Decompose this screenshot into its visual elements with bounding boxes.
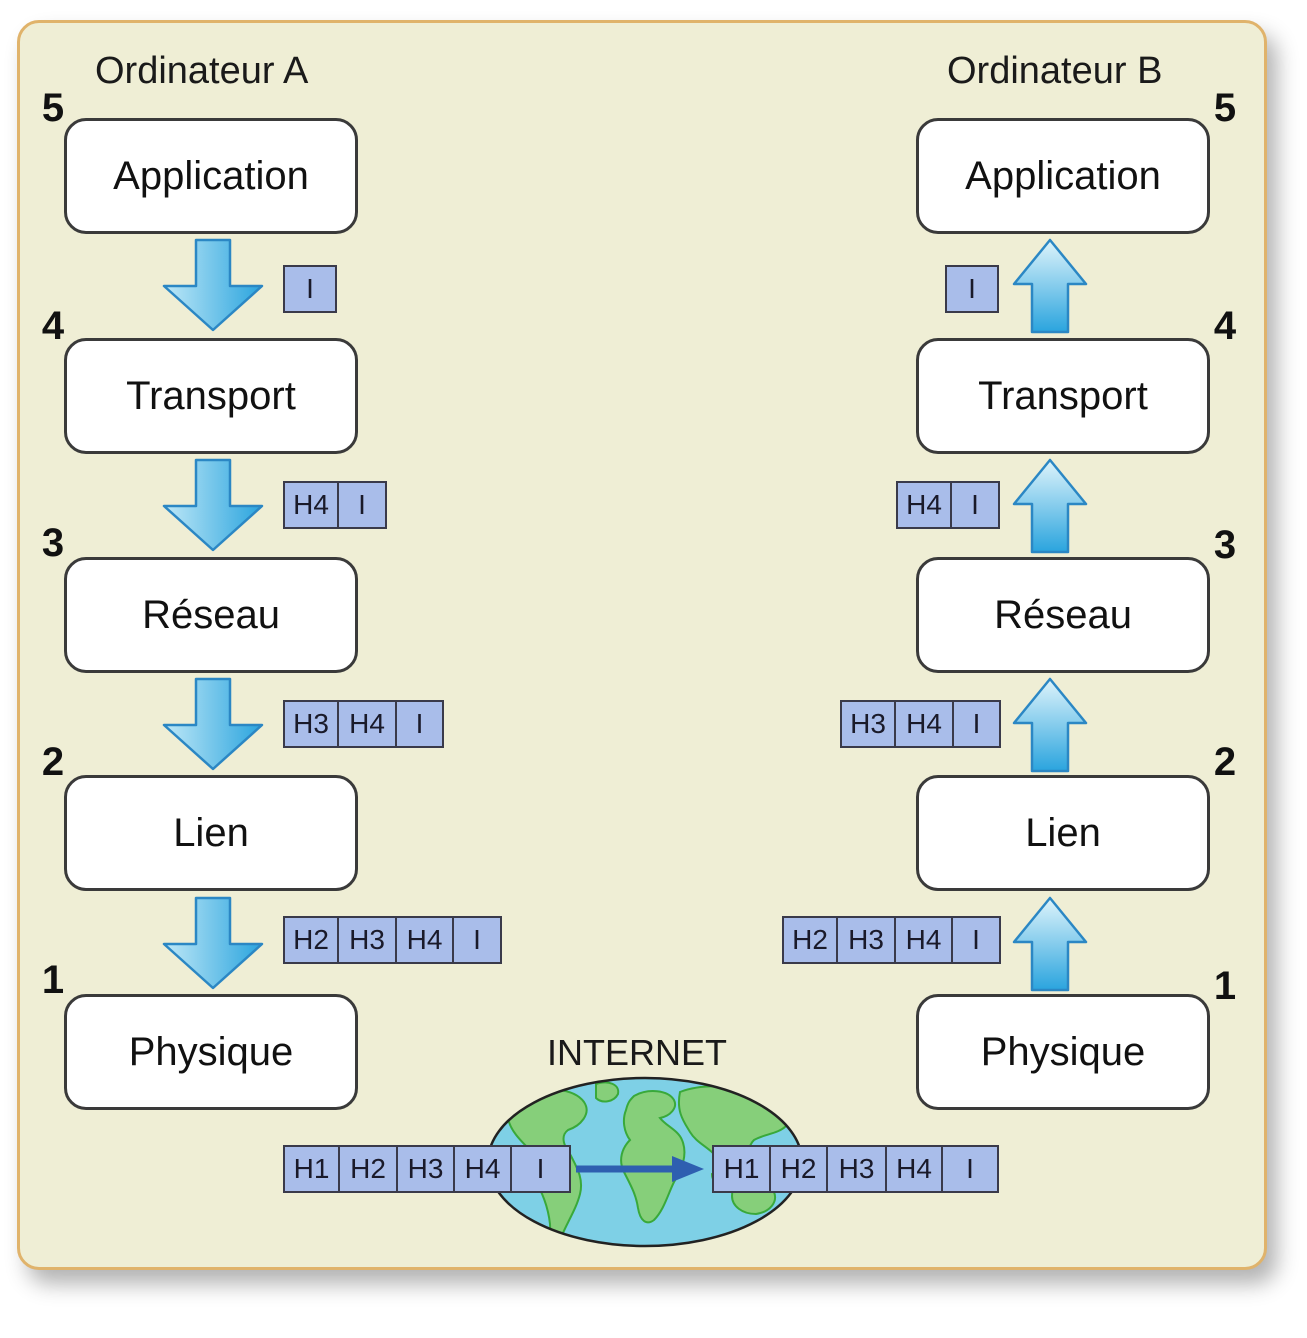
packet-cell: H3 [339, 918, 397, 962]
packet-cell: I [972, 708, 981, 739]
globe-icon [486, 1076, 804, 1248]
packet-sent: H1 H2 H3 H4 I [283, 1145, 571, 1193]
packet-cell: H1 [285, 1147, 340, 1191]
layer-number-b-4: 4 [1213, 304, 1237, 348]
computer-b-title: Ordinateur B [947, 50, 1163, 92]
down-arrow-icon [162, 896, 264, 990]
packet-cell: H3 [838, 918, 896, 962]
packet-cell: H3 [398, 1147, 455, 1191]
down-arrow-icon [162, 677, 264, 771]
packet-cell: H4 [887, 1147, 943, 1191]
layer-b-lien: Lien [916, 775, 1210, 891]
transfer-arrow-icon [576, 1156, 704, 1182]
packet-cell: I [971, 489, 979, 520]
packet-cell: H3 [828, 1147, 887, 1191]
layer-a-physique: Physique [64, 994, 358, 1110]
layer-a-reseau: Réseau [64, 557, 358, 673]
packet-cell: I [966, 1153, 974, 1184]
packet-cell: I [473, 924, 481, 955]
packet-cell: H4 [285, 483, 339, 527]
packet-cell: I [972, 924, 980, 955]
packet-cell: H2 [340, 1147, 398, 1191]
internet-label: INTERNET [547, 1032, 727, 1073]
layer-a-transport: Transport [64, 338, 358, 454]
packet-cell: I [968, 273, 976, 304]
packet-cell: I [358, 489, 366, 520]
packet-b-transport: H4 I [896, 481, 1000, 529]
packet-cell: H2 [285, 918, 339, 962]
packet-cell: H3 [842, 702, 896, 746]
layer-b-transport: Transport [916, 338, 1210, 454]
packet-a-transport: I [283, 265, 337, 313]
packet-a-lien: H3 H4 I [283, 700, 444, 748]
packet-b-lien: H2 H3 H4 I [782, 916, 1001, 964]
packet-cell: H1 [714, 1147, 771, 1191]
packet-cell: I [306, 273, 314, 304]
layer-b-physique: Physique [916, 994, 1210, 1110]
layer-number-b-1: 1 [1213, 964, 1237, 1008]
computer-a-title: Ordinateur A [95, 50, 309, 92]
packet-cell: I [536, 1153, 545, 1184]
packet-cell: H2 [771, 1147, 828, 1191]
layer-b-reseau: Réseau [916, 557, 1210, 673]
packet-cell: H2 [784, 918, 838, 962]
layer-b-application: Application [916, 118, 1210, 234]
layer-number-a-4: 4 [41, 304, 65, 348]
up-arrow-icon [1012, 458, 1088, 554]
layer-number-b-5: 5 [1213, 86, 1237, 130]
layer-number-b-3: 3 [1213, 523, 1237, 567]
packet-a-reseau: H4 I [283, 481, 387, 529]
down-arrow-icon [162, 238, 264, 332]
layer-number-a-5: 5 [41, 86, 65, 130]
up-arrow-icon [1012, 677, 1088, 773]
packet-a-physique: H2 H3 H4 I [283, 916, 502, 964]
packet-received: H1 H2 H3 H4 I [712, 1145, 999, 1193]
packet-cell: H4 [896, 918, 953, 962]
layer-a-application: Application [64, 118, 358, 234]
packet-cell: H4 [455, 1147, 512, 1191]
layer-number-a-1: 1 [41, 958, 65, 1002]
packet-cell: H3 [285, 702, 339, 746]
packet-cell: H4 [896, 702, 954, 746]
up-arrow-icon [1012, 238, 1088, 334]
packet-b-application: I [945, 265, 999, 313]
packet-b-reseau: H3 H4 I [840, 700, 1001, 748]
down-arrow-icon [162, 458, 264, 552]
packet-cell: I [415, 708, 424, 739]
layer-number-a-3: 3 [41, 521, 65, 565]
layer-a-lien: Lien [64, 775, 358, 891]
packet-cell: H4 [898, 483, 952, 527]
packet-cell: H4 [397, 918, 454, 962]
layer-number-b-2: 2 [1213, 740, 1237, 784]
layer-number-a-2: 2 [41, 740, 65, 784]
packet-cell: H4 [339, 702, 397, 746]
up-arrow-icon [1012, 896, 1088, 992]
